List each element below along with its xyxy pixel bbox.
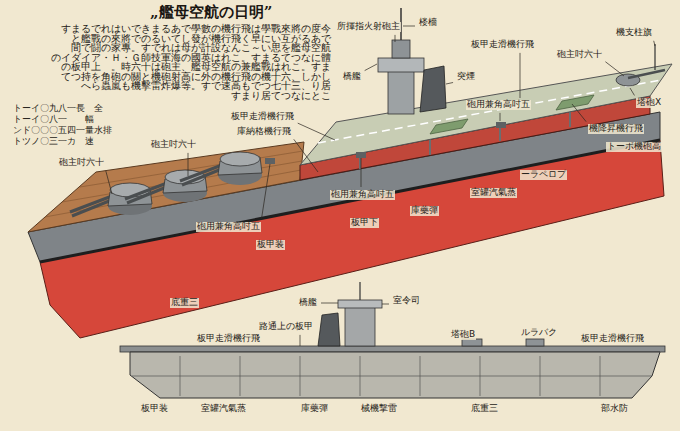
gun-mount	[265, 158, 275, 164]
profile-flight-deck	[120, 346, 665, 352]
gun-mount	[356, 152, 366, 158]
part-label: 室罐汽氣蒸	[470, 188, 517, 198]
leader-line	[395, 35, 396, 42]
cutaway-line	[429, 139, 431, 155]
leader-line	[188, 153, 189, 176]
spec-line: トーイ〇八一 幅	[12, 115, 95, 125]
profile-funnel	[318, 313, 340, 346]
bulkhead	[360, 356, 361, 396]
bulkhead	[180, 356, 181, 396]
part-label: 板甲走滑機行飛	[580, 334, 645, 344]
gun-mount	[496, 122, 506, 128]
leader-line	[403, 26, 415, 27]
turret	[180, 152, 262, 185]
leader-line	[365, 64, 377, 71]
part-label: 庫藥彈	[410, 206, 439, 216]
part-label: 庫納格機行飛	[236, 127, 292, 137]
title-heading: „艦母空航の日明”	[150, 4, 272, 21]
part-label: 板甲装	[140, 404, 169, 414]
spec-line: トツノ〇三一カ 速	[12, 137, 95, 147]
part-label: 砲主吋六十	[58, 158, 105, 168]
part-label: 部水防	[600, 404, 629, 414]
part-label: 塔砲B	[450, 330, 476, 340]
funnel	[420, 66, 446, 112]
gun-barrel	[628, 70, 665, 78]
part-label: 砲用兼角高吋五	[196, 222, 261, 232]
part-label: ーラペロプ	[520, 170, 567, 180]
bulkhead	[420, 356, 421, 396]
leader-line	[382, 304, 389, 305]
part-label: 突煙	[456, 72, 476, 82]
leader-line	[294, 139, 318, 172]
part-label: 板甲下	[350, 218, 379, 228]
part-label: ルラバク	[520, 328, 558, 338]
leader-line	[321, 303, 338, 304]
part-label: 橋艦	[298, 298, 318, 308]
flagstaff	[654, 44, 655, 70]
bridge	[378, 58, 424, 72]
deck-centerline	[318, 80, 661, 143]
bulkhead	[300, 356, 301, 396]
turret	[70, 183, 152, 216]
elevator	[430, 119, 468, 134]
profile-island	[345, 306, 375, 346]
part-label: 砲主吋六十	[556, 50, 603, 60]
leader-line	[630, 88, 634, 95]
leader-line	[106, 171, 112, 194]
profile-mast	[359, 282, 360, 300]
leader-line	[300, 335, 301, 346]
part-label: 所揮指火射砲主	[336, 22, 401, 32]
leader-line	[605, 62, 624, 76]
part-label: 楼檣	[418, 18, 438, 28]
part-label: 砲用兼角高吋五	[466, 100, 531, 110]
profile-turret	[462, 339, 482, 346]
fire-director	[392, 40, 410, 58]
bulkhead	[600, 356, 601, 396]
leader-line	[361, 158, 362, 187]
profile-deck-line	[132, 376, 652, 377]
profile-turret	[526, 339, 544, 346]
leader-line	[520, 53, 521, 98]
paragraph-line: すまり居てつなにとこ	[230, 91, 332, 101]
spec-line: トーイ〇九八一長 全	[12, 104, 104, 114]
part-label: 板甲装	[256, 240, 285, 250]
part-label: 板甲走滑機行飛	[470, 40, 535, 50]
leader-line	[572, 104, 586, 122]
turret-top	[220, 152, 260, 166]
part-label: 庫藥彈	[300, 404, 329, 414]
leader-line	[654, 41, 655, 46]
island-body	[388, 70, 414, 114]
part-label: 室令司	[392, 296, 421, 306]
part-label: 橋艦	[342, 72, 362, 82]
part-label: 機支柱旗	[615, 28, 653, 38]
part-label: 機降昇機行飛	[588, 124, 644, 134]
part-label: 板甲走滑機行飛	[230, 112, 295, 122]
fore-deck	[28, 142, 304, 232]
part-label: 室罐汽氣蒸	[200, 404, 247, 414]
leader-line	[298, 123, 335, 140]
gun-barrel	[127, 186, 169, 203]
spec-line: ンド〇〇〇五四一量水排	[12, 126, 113, 136]
bulkhead	[540, 356, 541, 396]
part-label: 板甲走滑機行飛	[196, 334, 261, 344]
leader-line	[261, 164, 270, 219]
part-label: 塔砲X	[636, 98, 662, 108]
part-label: 械機撃雷	[360, 404, 398, 414]
part-label: 砲用兼角高吋五	[330, 190, 395, 200]
part-label: 底重三	[170, 298, 199, 308]
part-label: 底重三	[470, 404, 499, 414]
profile-bridge	[338, 300, 382, 308]
part-label: トーボ機砲高	[606, 142, 662, 152]
profile-hull	[130, 352, 660, 398]
gun-barrel	[72, 199, 114, 216]
flight-deck	[300, 64, 672, 165]
bulkhead	[240, 356, 241, 396]
cutaway-line	[569, 112, 571, 127]
bulkhead	[480, 356, 481, 396]
leader-line	[446, 83, 453, 84]
part-label: 砲主吋六十	[150, 140, 197, 150]
leader-line	[500, 113, 501, 121]
part-label: 路通上の板甲	[258, 322, 314, 332]
